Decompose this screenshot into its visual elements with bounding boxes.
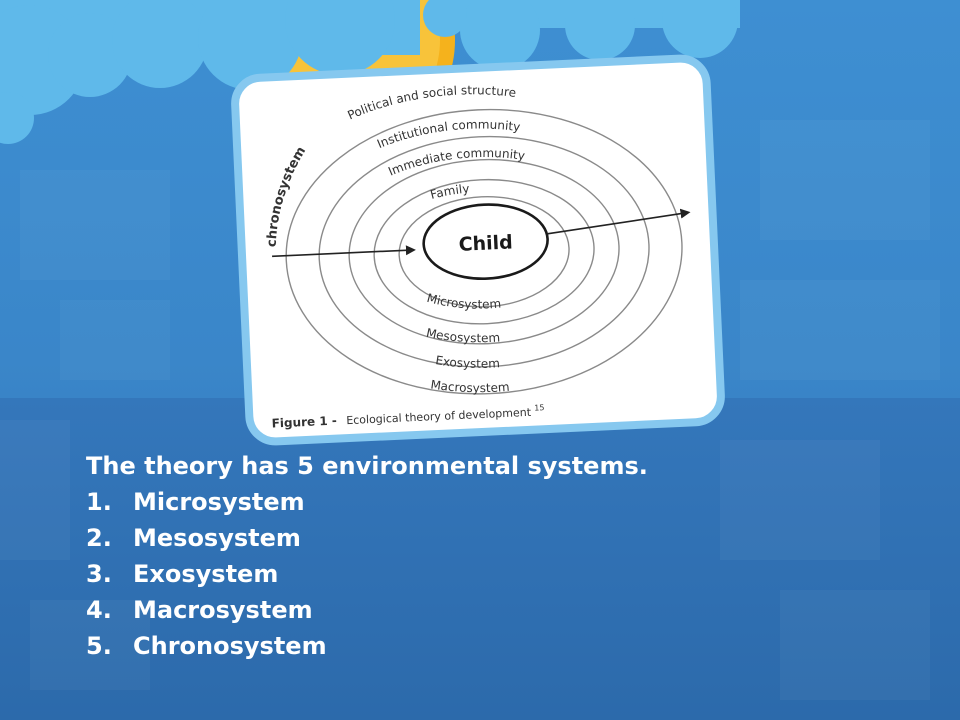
systems-list: 1. Microsystem 2. Mesosystem 3. Exosystem 4… [86, 484, 706, 664]
time-arrow-in [272, 245, 416, 258]
caption-prefix: Figure 1 - [271, 414, 337, 431]
caption-superscript: 15 [534, 403, 545, 412]
cloud-shape-right [423, 0, 740, 70]
time-arrow-out [547, 208, 691, 235]
ring-label-institutional: Institutional community [374, 115, 522, 151]
list-item-number: 5. [86, 632, 112, 660]
ring-2 [373, 178, 595, 325]
list-item: 5. Chronosystem [86, 628, 706, 664]
intro-text: The theory has 5 environmental systems. [86, 452, 648, 480]
list-item: 2. Mesosystem [86, 520, 706, 556]
slide-body: The theory has 5 environmental systems. … [86, 448, 706, 664]
lower-background-band [0, 398, 960, 720]
list-item-label: Mesosystem [133, 524, 301, 552]
list-item-label: Microsystem [133, 488, 305, 516]
list-item: 4. Macrosystem [86, 592, 706, 628]
list-item-number: 3. [86, 560, 112, 588]
list-item: 3. Exosystem [86, 556, 706, 592]
ring-4 [318, 135, 650, 368]
list-item-label: Exosystem [133, 560, 279, 588]
ring-label-exosystem: Exosystem [434, 350, 500, 373]
figure-card: Child chronosystem Political and social … [229, 53, 727, 447]
ring-label-mesosystem: Mesosystem [424, 322, 500, 348]
list-item: 1. Microsystem [86, 484, 706, 520]
list-item-number: 2. [86, 524, 112, 552]
ring-label-macrosystem: Macrosystem [429, 374, 510, 398]
cloud-shape-left [0, 0, 420, 144]
ring-label-microsystem: Microsystem [425, 288, 502, 315]
list-item-number: 1. [86, 488, 112, 516]
ring-5 [285, 108, 683, 395]
ecological-diagram: Child chronosystem Political and social … [260, 81, 691, 431]
list-item-label: Chronosystem [133, 632, 327, 660]
system-rings [285, 108, 683, 395]
ring-label-immediate: Immediate community [385, 144, 527, 179]
ring-3 [348, 158, 620, 345]
list-item-label: Macrosystem [133, 596, 313, 624]
figure-caption: Figure 1 - Ecological theory of developm… [271, 403, 545, 430]
caption-title: Ecological theory of development [346, 406, 532, 427]
child-ellipse [422, 203, 549, 281]
chronosystem-axis-label: chronosystem [260, 144, 313, 248]
list-item-number: 4. [86, 596, 112, 624]
ring-1 [398, 195, 570, 308]
child-label: Child [458, 231, 513, 255]
